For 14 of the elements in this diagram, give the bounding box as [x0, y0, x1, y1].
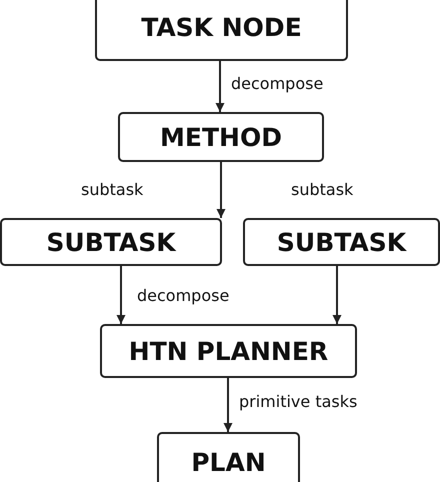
edge-label: primitive tasks [238, 392, 358, 411]
process-box: TASK NODE [95, 0, 348, 61]
arrow [116, 266, 126, 324]
process-box: METHOD [118, 112, 324, 162]
process-box: SUBTASK [243, 218, 440, 266]
arrow [216, 61, 224, 112]
arrow [216, 162, 226, 218]
edge-label: decompose [230, 74, 324, 93]
arrow [224, 378, 232, 432]
edge-label: decompose [136, 286, 230, 305]
process-box: PLAN [157, 432, 300, 482]
process-box: HTN PLANNER [100, 324, 357, 378]
arrow [332, 266, 342, 324]
process-box: SUBTASK [0, 218, 222, 266]
